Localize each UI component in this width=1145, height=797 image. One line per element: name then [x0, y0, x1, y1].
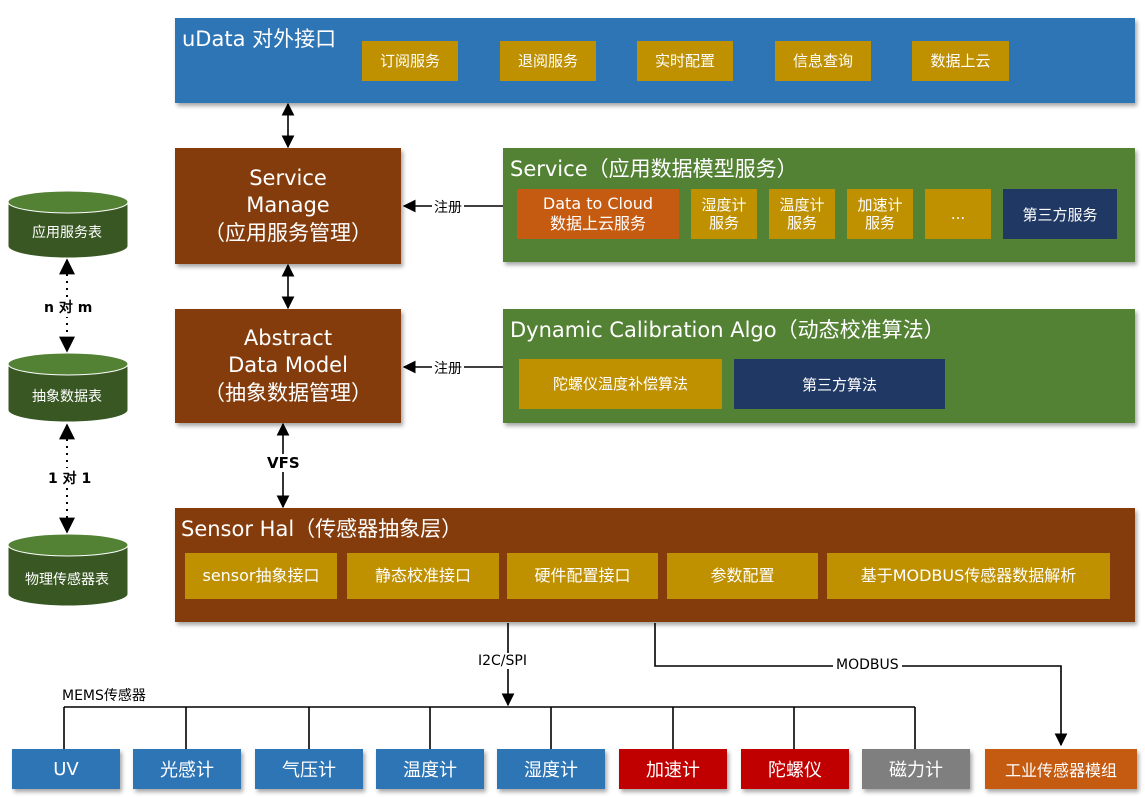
calibration-panel-title: Dynamic Calibration Algo（动态校准算法）	[510, 318, 945, 342]
service-panel: Service（应用数据模型服务） Data to Cloud 数据上云服务 湿…	[503, 148, 1135, 262]
udata-panel: uData 对外接口 订阅服务 退阅服务 实时配置 信息查询 数据上云	[175, 18, 1135, 103]
vfs-label: VFS	[265, 454, 302, 472]
hardware-config-interface-box[interactable]: 硬件配置接口	[507, 553, 658, 599]
i2c-spi-label: I2C/SPI	[476, 653, 529, 669]
abstract-data-table-label: 抽象数据表	[32, 389, 102, 405]
udata-title: uData 对外接口	[182, 27, 337, 51]
mems-label: MEMS传感器	[62, 688, 146, 704]
sensor-hal-title: Sensor Hal（传感器抽象层）	[181, 517, 463, 541]
humidity-service-box[interactable]: 湿度计 服务	[691, 189, 757, 239]
abstract-data-model-box[interactable]: Abstract Data Model （抽象数据管理）	[175, 309, 401, 423]
gyro-compensation-box[interactable]: 陀螺仪温度补偿算法	[519, 359, 722, 409]
param-config-box[interactable]: 参数配置	[667, 553, 818, 599]
unsubscribe-service-box[interactable]: 退阅服务	[500, 41, 596, 81]
info-query-box[interactable]: 信息查询	[775, 41, 871, 81]
app-service-table-label: 应用服务表	[32, 225, 102, 241]
accelerometer-service-box[interactable]: 加速计 服务	[847, 189, 913, 239]
temperature-service-box[interactable]: 温度计 服务	[769, 189, 835, 239]
abstract-data-table-cylinder: 抽象数据表	[7, 352, 129, 424]
relation-1-1-label: 1 对 1	[46, 468, 94, 488]
subscribe-service-box[interactable]: 订阅服务	[362, 41, 458, 81]
sensor-uv[interactable]: UV	[12, 749, 120, 789]
database-icon	[7, 533, 129, 607]
register-label-2: 注册	[432, 358, 464, 378]
service-manage-box[interactable]: Service Manage （应用服务管理）	[175, 148, 401, 264]
static-calibration-interface-box[interactable]: 静态校准接口	[347, 553, 499, 599]
sensor-pressure[interactable]: 气压计	[255, 749, 363, 789]
sensor-hal-panel: Sensor Hal（传感器抽象层） sensor抽象接口 静态校准接口 硬件配…	[175, 508, 1135, 622]
sensor-light[interactable]: 光感计	[133, 749, 241, 789]
app-service-table-cylinder: 应用服务表	[7, 190, 129, 260]
third-party-service-box[interactable]: 第三方服务	[1003, 189, 1117, 239]
sensor-accelerometer[interactable]: 加速计	[619, 749, 727, 789]
sensor-temperature[interactable]: 温度计	[376, 749, 484, 789]
modbus-line	[654, 623, 1068, 747]
modbus-parsing-box[interactable]: 基于MODBUS传感器数据解析	[827, 553, 1110, 599]
relation-n-m-label: n 对 m	[42, 297, 95, 317]
sensor-humidity[interactable]: 湿度计	[497, 749, 605, 789]
realtime-config-box[interactable]: 实时配置	[637, 41, 733, 81]
physical-sensor-table-cylinder: 物理传感器表	[7, 533, 129, 608]
more-services-box[interactable]: ...	[925, 189, 991, 239]
sensor-industrial-module[interactable]: 工业传感器模组	[985, 749, 1137, 789]
sensor-gyroscope[interactable]: 陀螺仪	[741, 749, 849, 789]
database-icon	[7, 352, 129, 423]
calibration-panel: Dynamic Calibration Algo（动态校准算法） 陀螺仪温度补偿…	[503, 309, 1135, 423]
modbus-label: MODBUS	[833, 657, 902, 673]
sensor-magnetometer[interactable]: 磁力计	[862, 749, 970, 789]
sensor-abstract-interface-box[interactable]: sensor抽象接口	[185, 553, 337, 599]
data-to-cloud-box[interactable]: 数据上云	[912, 41, 1009, 81]
service-panel-title: Service（应用数据模型服务）	[510, 157, 798, 181]
register-label-1: 注册	[432, 197, 464, 217]
physical-sensor-table-label: 物理传感器表	[25, 572, 109, 588]
data-to-cloud-service-box[interactable]: Data to Cloud 数据上云服务	[517, 189, 679, 239]
database-icon	[7, 190, 129, 259]
third-party-algo-box[interactable]: 第三方算法	[734, 359, 945, 409]
